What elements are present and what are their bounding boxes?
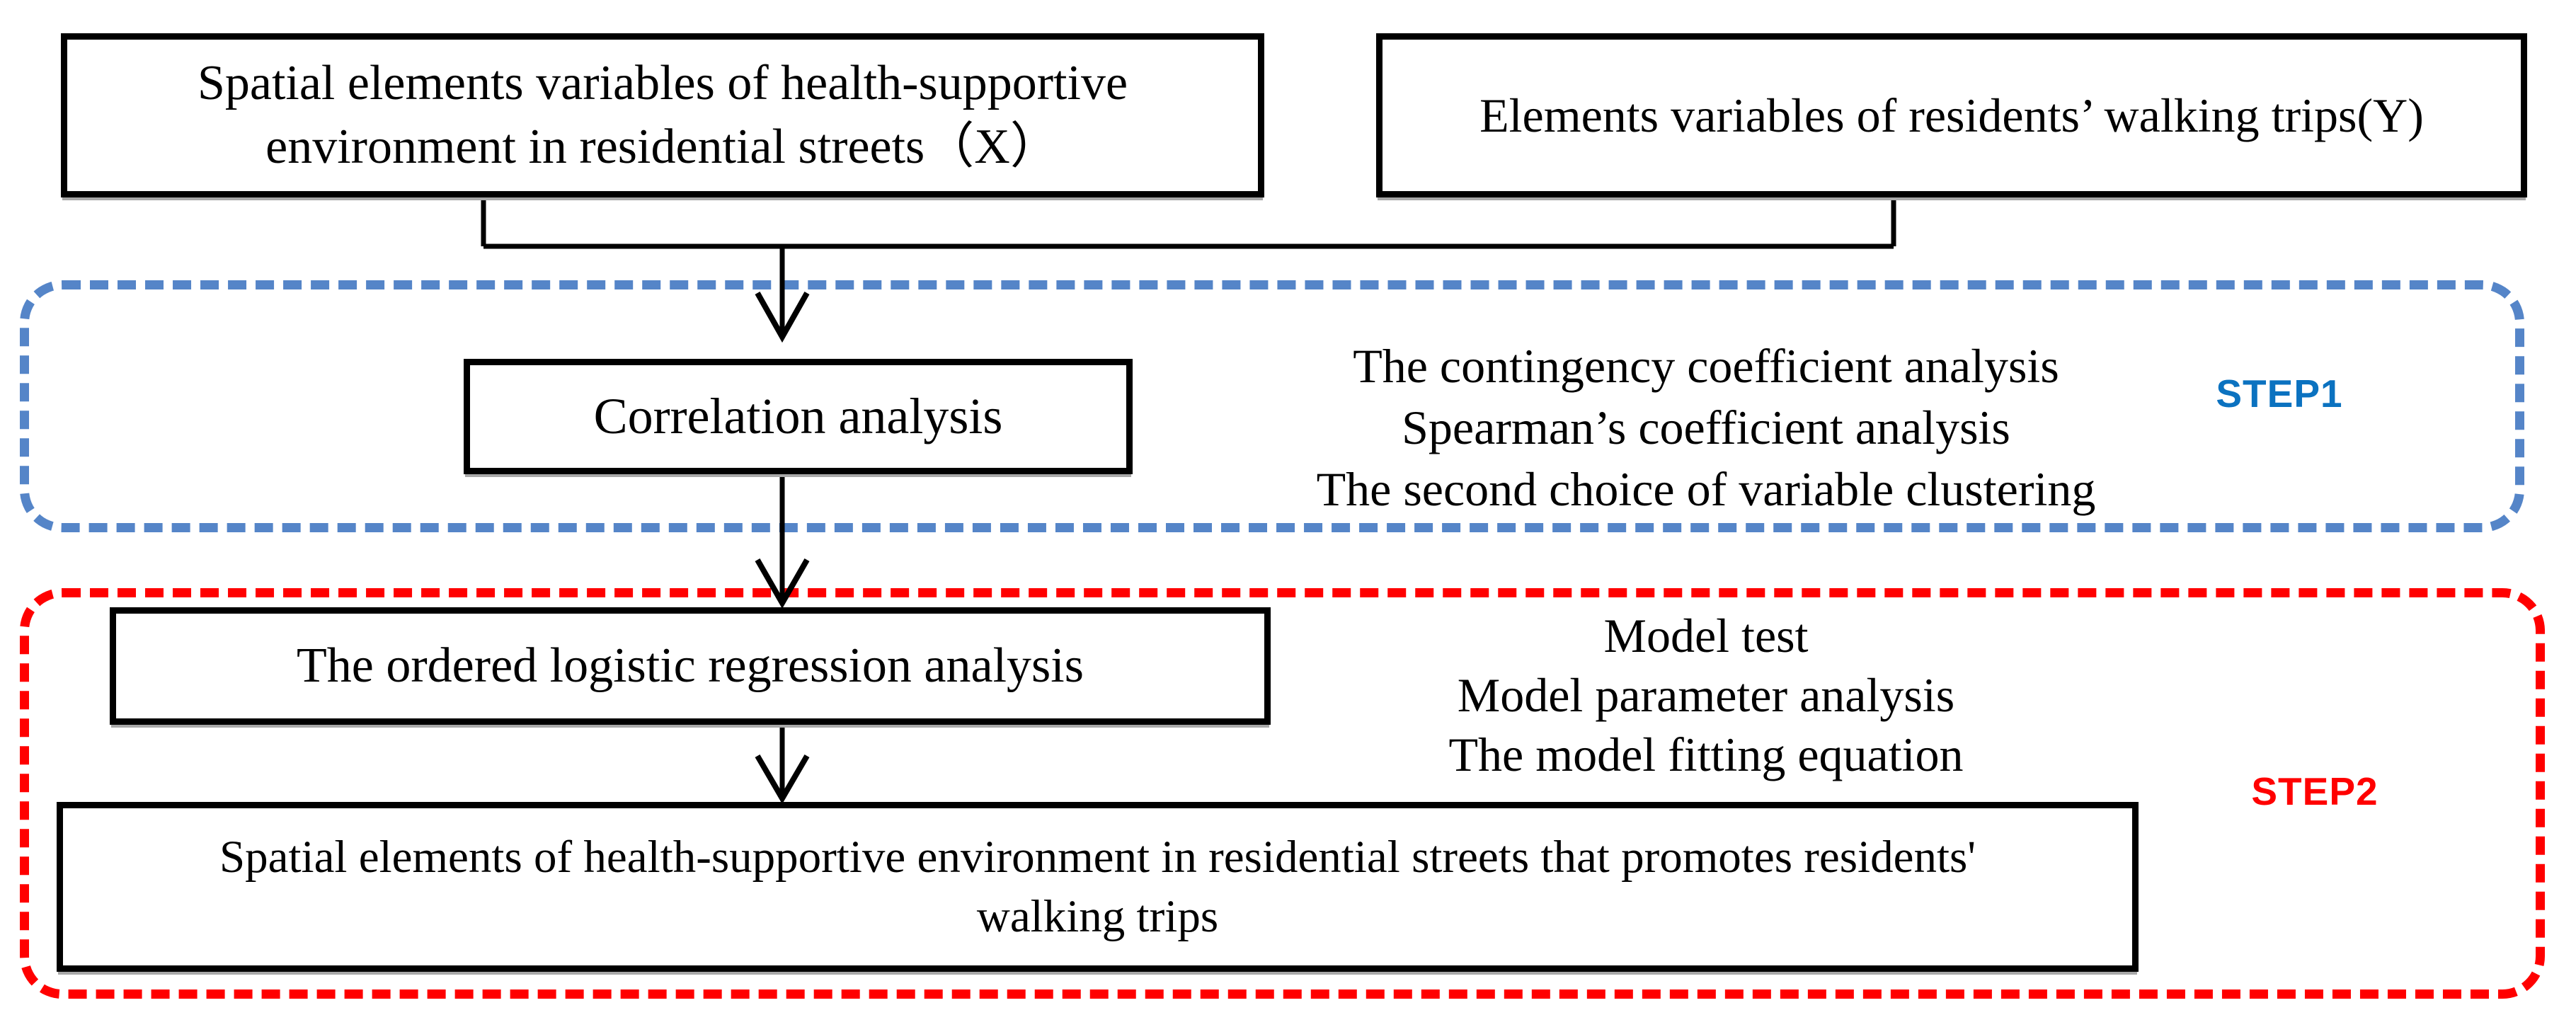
box-spatial-elements-x: Spatial elements variables of health-sup… bbox=[61, 33, 1264, 197]
box-result-line-1: Spatial elements of health-supportive en… bbox=[219, 832, 1976, 883]
box-x-line-1: Spatial elements variables of health-sup… bbox=[197, 56, 1128, 110]
step2-note-1: Model test bbox=[1603, 609, 1809, 662]
box-ologit-label: The ordered logistic regression analysis bbox=[297, 638, 1084, 693]
step2-note-3: The model fitting equation bbox=[1448, 728, 1964, 781]
box-result: Spatial elements of health-supportive en… bbox=[57, 802, 2139, 972]
box-walking-trips-y: Elements variables of residents’ walking… bbox=[1376, 33, 2527, 197]
box-correlation-analysis: Correlation analysis bbox=[464, 359, 1133, 474]
step2-note-2: Model parameter analysis bbox=[1457, 668, 1955, 722]
step2-dashed-frame bbox=[20, 588, 2545, 999]
box-ordered-logistic-regression: The ordered logistic regression analysis bbox=[110, 607, 1271, 725]
step1-note-2: Spearman’s coefficient analysis bbox=[1402, 401, 2010, 454]
box-x-line-2: environment in residential streets（X） bbox=[265, 120, 1060, 174]
step1-note-3: The second choice of variable clustering bbox=[1316, 462, 2096, 516]
step2-notes: Model test Model parameter analysis The … bbox=[1281, 606, 2131, 784]
step2-label: STEP2 bbox=[2251, 769, 2378, 813]
step1-notes: The contingency coefficient analysis Spe… bbox=[1281, 335, 2131, 520]
step1-dashed-frame bbox=[20, 280, 2524, 532]
step1-label: STEP1 bbox=[2216, 372, 2343, 415]
box-corr-label: Correlation analysis bbox=[593, 388, 1003, 444]
step1-note-1: The contingency coefficient analysis bbox=[1353, 339, 2059, 393]
box-y-label: Elements variables of residents’ walking… bbox=[1479, 88, 2424, 142]
box-result-line-2: walking trips bbox=[976, 891, 1219, 942]
